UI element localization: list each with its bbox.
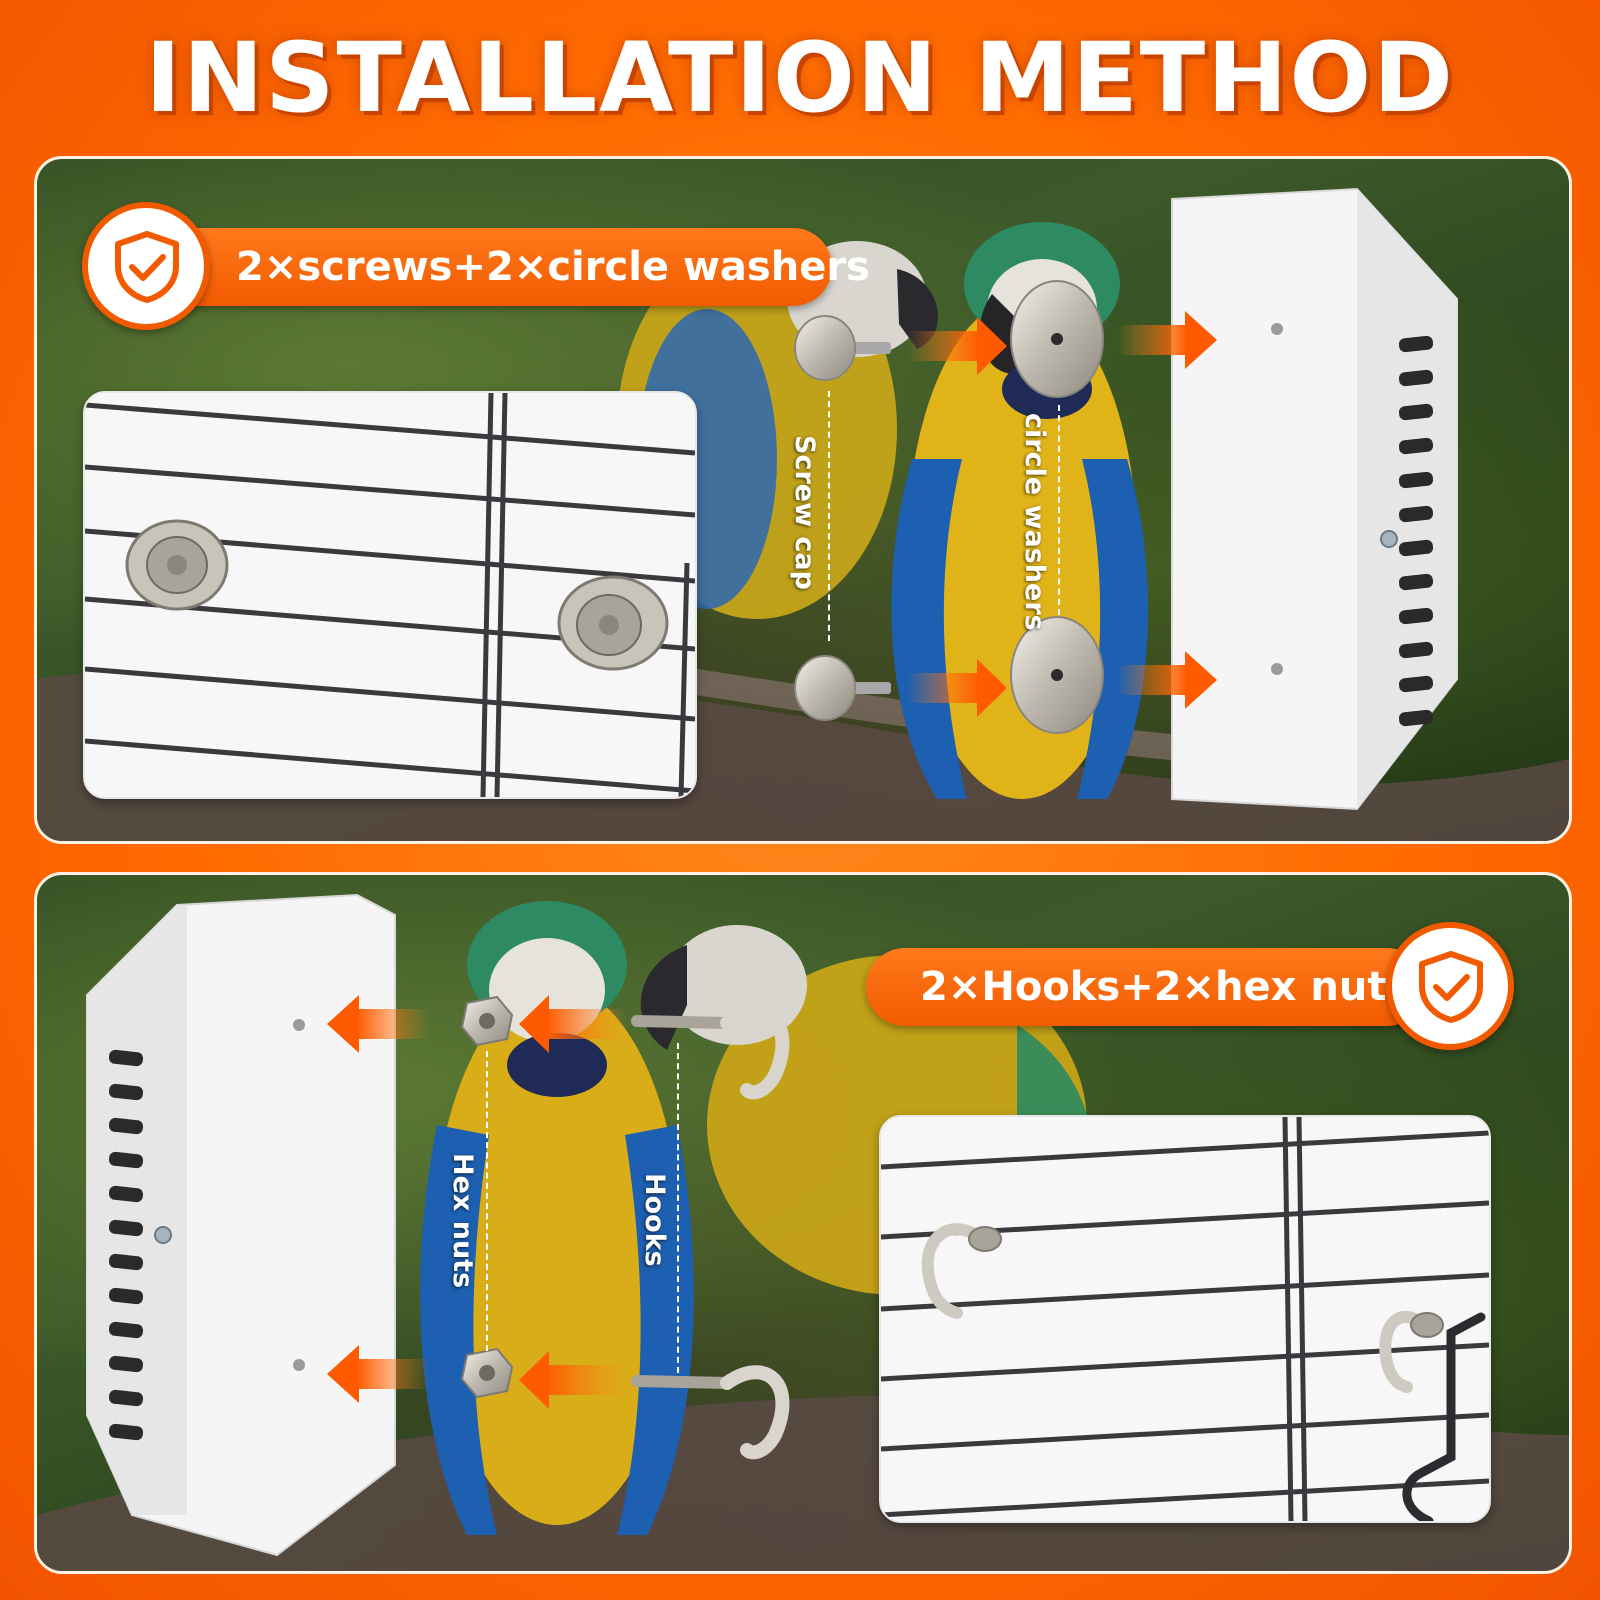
- shield-check-icon: [1419, 951, 1483, 1023]
- arrow-nut-to-device-1: [327, 995, 429, 1053]
- screw-cap-top-2: [794, 655, 891, 721]
- arrow-washer-to-device-1: [1117, 311, 1217, 369]
- bottom-installation-panel: Hex nuts Hooks: [34, 872, 1572, 1574]
- hooks-label: Hooks: [639, 1173, 670, 1267]
- hex-nut-bottom-2: [460, 1347, 514, 1399]
- installed-screw-2: [557, 575, 669, 671]
- badge-top: [82, 202, 210, 330]
- circle-washer-top-1: [1010, 280, 1104, 398]
- installed-screw-1: [125, 519, 229, 611]
- hex-nut-bottom-1: [460, 995, 514, 1047]
- hook-guide-line: [677, 1043, 679, 1373]
- hooks-nuts-label-pill: 2×Hooks+2×hex nuts: [866, 948, 1426, 1026]
- shield-check-icon: [115, 231, 179, 303]
- badge-bottom: [1386, 922, 1514, 1050]
- arrow-hook-to-nut-1: [519, 995, 627, 1053]
- circle-washers-label: circle washers: [1019, 413, 1050, 631]
- heater-device-bottom: [86, 893, 396, 1557]
- installed-hook-2: [1379, 1311, 1444, 1393]
- circle-washer-top-2: [1010, 616, 1104, 734]
- arrow-washer-to-device-2: [1117, 651, 1217, 709]
- washer-guide-line: [1058, 405, 1060, 615]
- arrow-hook-to-nut-2: [519, 1351, 627, 1409]
- screw-cap-guide-line: [828, 391, 830, 641]
- hex-nut-guide-line: [486, 1051, 488, 1351]
- arrow-nut-to-device-2: [327, 1345, 429, 1403]
- hex-nuts-label: Hex nuts: [447, 1153, 478, 1289]
- screw-cap-label: Screw cap: [789, 435, 820, 590]
- heater-device-top: [1171, 187, 1458, 811]
- arrow-screw-to-washer-2: [907, 659, 1007, 717]
- hook-bottom-1: [631, 1005, 790, 1100]
- hook-bottom-2: [631, 1365, 790, 1460]
- inset-cage-hooks: [879, 1115, 1491, 1523]
- screw-cap-top-1: [794, 315, 891, 381]
- arrow-screw-to-washer-1: [907, 317, 1007, 375]
- inset-cage-screws: [83, 391, 697, 799]
- installed-hook-1: [921, 1223, 1002, 1319]
- cage-wire-screws-illustration: [85, 393, 695, 797]
- page-title: INSTALLATION METHOD: [145, 22, 1455, 134]
- cage-door-loop: [1402, 1312, 1486, 1521]
- cage-wire-hooks-illustration: [881, 1117, 1489, 1521]
- screws-washers-label-pill: 2×screws+2×circle washers: [140, 228, 870, 306]
